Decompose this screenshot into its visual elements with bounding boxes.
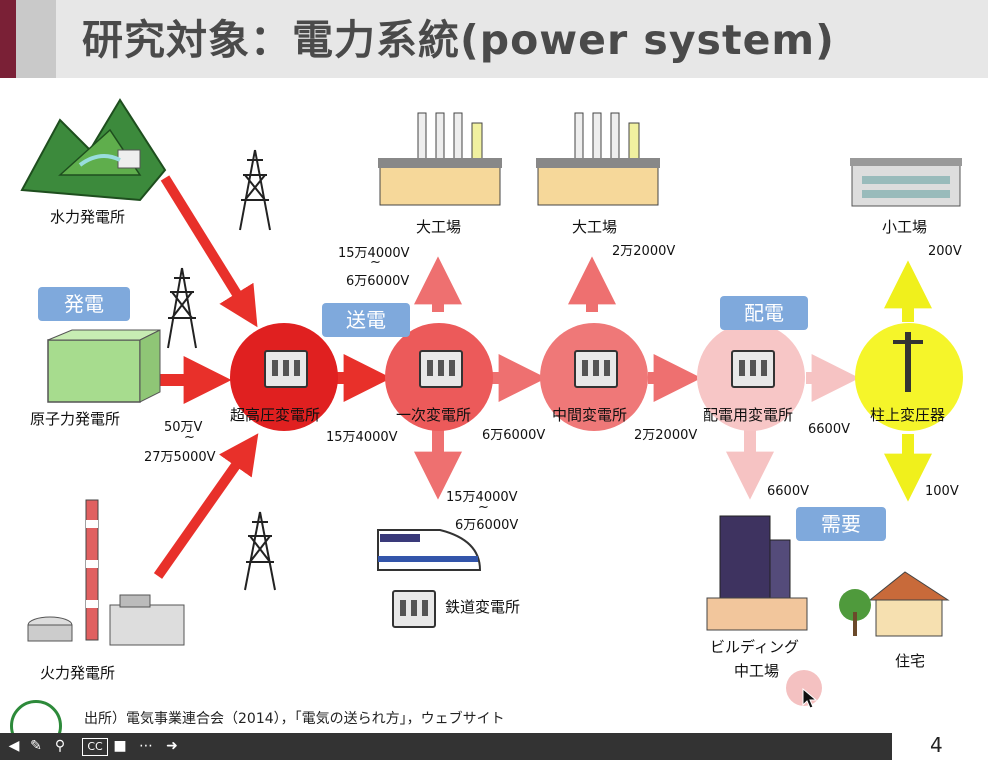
transformer-icon	[264, 350, 308, 388]
voltage-primary-up-2: 6万6000V	[346, 274, 410, 289]
previous-icon[interactable]: ◀	[8, 738, 20, 754]
arrow-hydro	[160, 175, 258, 328]
voltage-pole-up: 200V	[928, 244, 962, 259]
building-illustration	[706, 515, 808, 631]
mid-factory-label: 中工場	[734, 662, 780, 680]
thermal-plant-label: 火力発電所	[40, 664, 116, 682]
utility-pole-crossarm	[893, 340, 923, 344]
voltage-intermediate-up: 2万2000V	[612, 244, 676, 259]
railway-substation-label: 鉄道変電所	[445, 598, 521, 616]
primary-substation-label: 一次変電所	[396, 406, 472, 424]
voltage-distribution-out: 6600V	[808, 422, 850, 437]
large-factory-1-label: 大工場	[416, 218, 462, 236]
transmission-tower-1	[239, 149, 271, 231]
voltage-primary-down-1: 15万4000V	[446, 490, 518, 505]
transmission-tower-3	[244, 511, 276, 591]
next-icon[interactable]: ➜	[166, 738, 178, 754]
large-factory-2-label: 大工場	[572, 218, 618, 236]
title-accent-light	[16, 0, 56, 78]
title-bar	[0, 0, 988, 78]
more-options-icon[interactable]: ⋯	[139, 738, 153, 754]
intermediate-substation-label: 中間変電所	[552, 406, 628, 424]
mouse-cursor-icon	[802, 688, 818, 709]
transformer-icon	[392, 590, 436, 628]
house-illustration	[839, 571, 950, 637]
voltage-distribution-down: 6600V	[767, 484, 809, 499]
small-factory-illustration	[850, 158, 962, 207]
tag-distribution: 配電	[720, 296, 808, 330]
house-label: 住宅	[895, 652, 926, 670]
voltage-primary-up-tilde: ~	[370, 255, 381, 270]
train-illustration	[377, 529, 482, 571]
transmission-tower-2	[167, 267, 197, 349]
nuclear-plant-illustration	[47, 329, 161, 403]
voltage-gen-2: 27万5000V	[144, 450, 216, 465]
utility-pole-icon	[905, 332, 911, 392]
page-number: 4	[930, 733, 943, 757]
distribution-substation-label: 配電用変電所	[703, 406, 794, 424]
voltage-primary-down-tilde: ~	[478, 500, 489, 515]
pen-icon[interactable]: ✎	[30, 738, 42, 754]
zoom-icon[interactable]: ⚲	[54, 738, 66, 754]
transformer-icon	[731, 350, 775, 388]
building-label: ビルディング	[710, 638, 799, 656]
large-factory-2-illustration	[536, 112, 660, 206]
voltage-intermediate-out: 2万2000V	[634, 428, 698, 443]
tag-generation: 発電	[38, 287, 130, 321]
tag-demand: 需要	[796, 507, 886, 541]
title-accent	[0, 0, 16, 78]
ultra-high-substation-label: 超高圧変電所	[230, 406, 321, 424]
presentation-control-bar	[0, 733, 892, 760]
source-citation: 出所）電気事業連合会（2014），「電気の送られ方」，ウェブサイト	[84, 711, 505, 727]
small-factory-label: 小工場	[882, 218, 928, 236]
camera-icon[interactable]: ■	[113, 738, 127, 754]
transformer-icon	[419, 350, 463, 388]
slide-title: 研究対象：電力系統(power system)	[82, 16, 835, 64]
large-factory-1-illustration	[378, 112, 502, 206]
voltage-gen-1: 50万V	[164, 420, 203, 435]
voltage-primary-up-1: 15万4000V	[338, 246, 410, 261]
pole-transformer-label: 柱上変圧器	[870, 406, 946, 424]
hydro-plant-label: 水力発電所	[50, 208, 126, 226]
voltage-primary-down-2: 6万6000V	[455, 518, 519, 533]
hydro-plant-illustration	[20, 98, 167, 202]
voltage-uh-out: 15万4000V	[326, 430, 398, 445]
thermal-plant-illustration	[27, 499, 185, 646]
voltage-pole-down: 100V	[925, 484, 959, 499]
voltage-primary-out: 6万6000V	[482, 428, 546, 443]
nuclear-plant-label: 原子力発電所	[30, 410, 121, 428]
voltage-gen-tilde: ~	[184, 430, 195, 445]
tag-transmission: 送電	[322, 303, 410, 337]
transformer-icon	[574, 350, 618, 388]
arrow-thermal	[153, 433, 259, 579]
captions-button[interactable]: CC	[82, 738, 108, 756]
